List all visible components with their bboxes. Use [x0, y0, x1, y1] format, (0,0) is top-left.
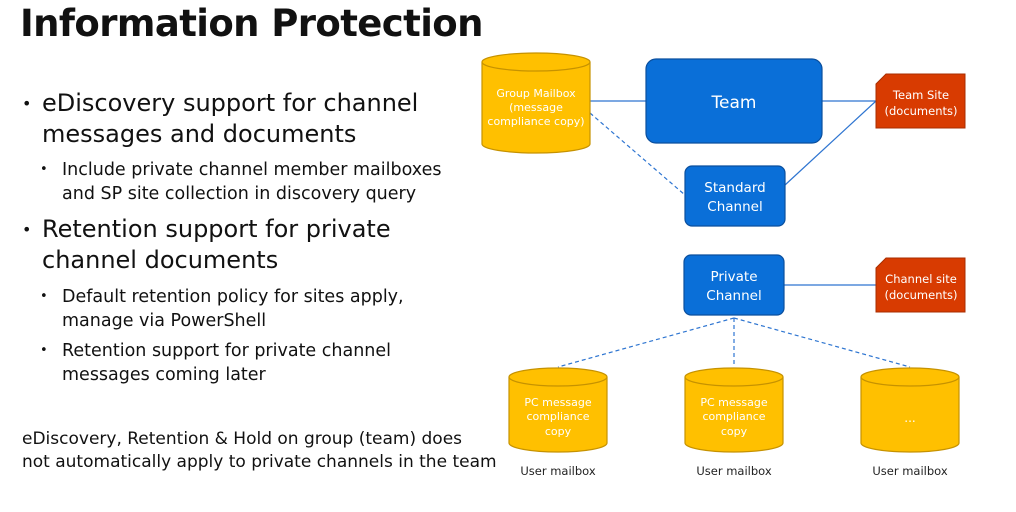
- private-channel-label: Private: [710, 269, 757, 285]
- mailbox-label: copy: [545, 425, 572, 438]
- bullet-dot-icon: •: [40, 289, 48, 304]
- group-mailbox-label: (message: [509, 101, 563, 114]
- group-mailbox-label: Group Mailbox: [496, 87, 576, 100]
- mailbox-label: compliance: [526, 410, 589, 423]
- subbullet-line: Include private channel member mailboxes: [62, 160, 442, 180]
- user-mailbox-3: ... User mailbox: [860, 367, 960, 478]
- team-label: Team: [711, 93, 757, 113]
- connectors: [557, 100, 911, 368]
- bullet-dot-icon: •: [22, 94, 32, 113]
- mailbox-caption: User mailbox: [520, 464, 595, 478]
- footnote-line: eDiscovery, Retention & Hold on group (t…: [22, 429, 463, 449]
- team-site-label: (documents): [885, 104, 958, 118]
- bullet-dot-icon: •: [22, 220, 32, 239]
- slide-title: Information Protection: [20, 2, 483, 45]
- subbullet-line: messages coming later: [62, 365, 266, 385]
- channel-site-document: Channel site (documents): [875, 257, 966, 313]
- bullet-line: messages and documents: [42, 120, 357, 148]
- user-mailbox-1: PC message compliance copy User mailbox: [508, 367, 608, 478]
- footnote-line: not automatically apply to private chann…: [22, 452, 497, 472]
- team-site-label: Team Site: [892, 88, 949, 102]
- connector-private-mailbox3: [733, 317, 911, 368]
- private-channel-label: Channel: [706, 288, 761, 304]
- team-box: Team: [645, 58, 823, 144]
- bullet-line: Retention support for private: [42, 215, 391, 243]
- subbullet-line: manage via PowerShell: [62, 311, 267, 331]
- connector-standard-teamsite: [784, 100, 877, 186]
- bullet-line: channel documents: [42, 246, 279, 274]
- mailbox-label: ...: [904, 411, 915, 425]
- subbullet-line: Retention support for private channel: [62, 341, 392, 361]
- connector-private-mailbox1: [557, 317, 735, 368]
- mailbox-label: copy: [721, 425, 748, 438]
- footnote: eDiscovery, Retention & Hold on group (t…: [22, 428, 497, 474]
- team-site-document: Team Site (documents): [875, 73, 966, 129]
- bullet-line: eDiscovery support for channel: [42, 89, 419, 117]
- standard-channel-label: Channel: [707, 199, 762, 215]
- standard-channel-box: Standard Channel: [684, 165, 786, 227]
- mailbox-label: PC message: [524, 396, 591, 409]
- mailbox-caption: User mailbox: [696, 464, 771, 478]
- channel-site-label: Channel site: [885, 272, 957, 286]
- bullet-dot-icon: •: [40, 162, 48, 177]
- mailbox-label: PC message: [700, 396, 767, 409]
- mailbox-caption: User mailbox: [872, 464, 947, 478]
- subbullet-line: Default retention policy for sites apply…: [62, 287, 404, 307]
- subbullet-line: and SP site collection in discovery quer…: [62, 184, 417, 204]
- group-mailbox-cylinder: Group Mailbox (message compliance copy): [481, 52, 591, 154]
- group-mailbox-label: compliance copy): [487, 115, 584, 128]
- private-channel-box: Private Channel: [683, 254, 785, 316]
- bullet-dot-icon: •: [40, 343, 48, 358]
- user-mailbox-2: PC message compliance copy User mailbox: [684, 367, 784, 478]
- mailbox-label: compliance: [702, 410, 765, 423]
- standard-channel-label: Standard: [704, 180, 765, 196]
- channel-site-label: (documents): [885, 288, 958, 302]
